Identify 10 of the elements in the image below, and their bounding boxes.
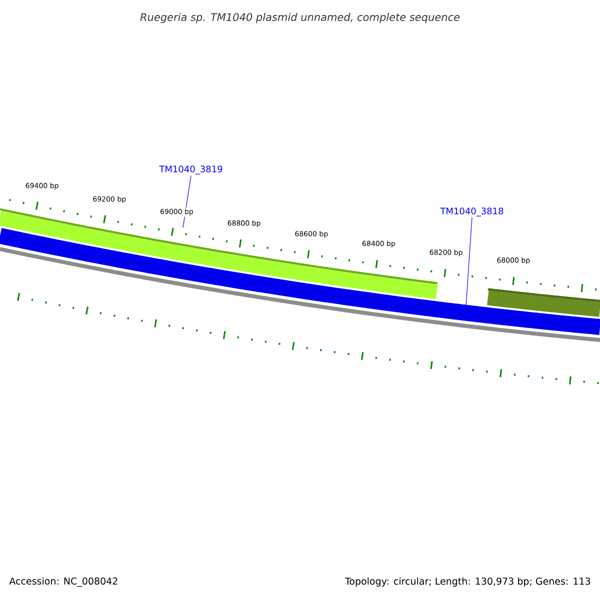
footer-text: Accession: NC_008042 (9, 577, 118, 587)
title: Ruegeria sp. TM1040 plasmid unnamed, complete sequence (140, 12, 460, 24)
gene-arc (487, 288, 600, 317)
gene-label: TM1040_3818 (440, 208, 504, 216)
gene-arc (431, 300, 492, 324)
gene-label: TM1040_3819 (159, 166, 222, 174)
gene-arc (487, 307, 600, 335)
leader-line (466, 217, 472, 306)
backbone-arc (0, 247, 600, 342)
footer-text: Topology: circular; Length: 130,973 bp; Genes: 113 (344, 577, 590, 587)
